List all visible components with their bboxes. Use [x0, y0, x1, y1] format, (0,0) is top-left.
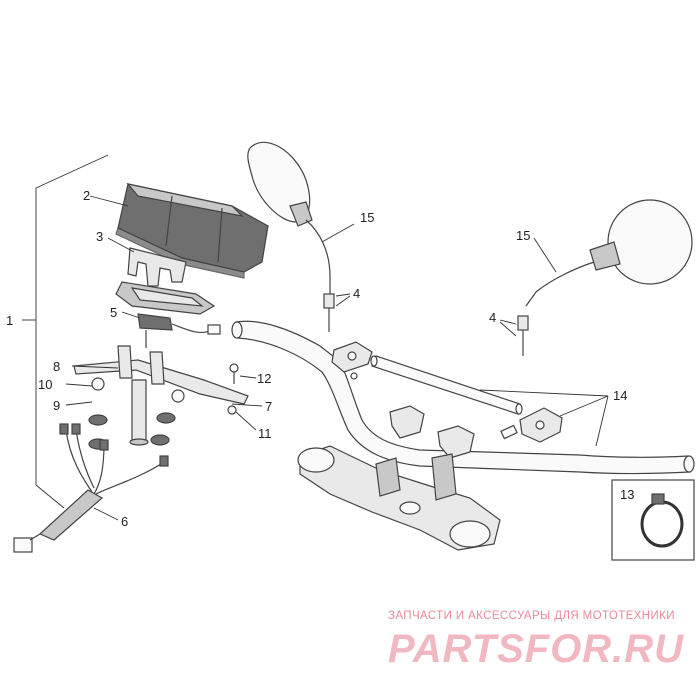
callout-11: 11: [258, 426, 272, 441]
leaders-14: [479, 389, 609, 447]
callout-5: 5: [110, 305, 117, 320]
callout-4a: 4: [353, 286, 360, 301]
sensor-connector: [121, 311, 221, 348]
callout-14: 14: [613, 388, 627, 403]
watermark: ЗАПЧАСТИ И АКСЕССУАРЫ ДЛЯ МОТОТЕХНИКИ PA…: [388, 610, 684, 671]
right-mirror: [499, 199, 693, 356]
left-mirror: [247, 141, 355, 332]
callout-1: 1: [6, 313, 13, 328]
rubber-grommets: [65, 383, 176, 450]
callout-7: 7: [265, 399, 272, 414]
callout-15a: 15: [360, 210, 374, 225]
callout-9: 9: [53, 398, 60, 413]
mounting-plate: [71, 345, 263, 407]
triple-clamp: [297, 445, 501, 551]
watermark-tagline: ЗАПЧАСТИ И АКСЕССУАРЫ ДЛЯ МОТОТЕХНИКИ: [388, 610, 675, 622]
cross-brace: [370, 355, 523, 415]
callout-13: 13: [620, 487, 634, 502]
callout-3: 3: [96, 229, 103, 244]
handlebar: [231, 320, 695, 475]
callout-labels: 1 2 3 4 4 5 6 7 8 9 10 11 12 13 14 15 15: [6, 188, 634, 529]
callout-10: 10: [38, 377, 52, 392]
callout-8: 8: [53, 359, 60, 374]
callout-6: 6: [121, 514, 128, 529]
cluster-rubber-pad: [115, 281, 216, 315]
handlebar-clamps: [331, 341, 563, 459]
callout-15b: 15: [516, 228, 530, 243]
watermark-brand: PARTSFOR.RU: [388, 627, 684, 671]
steering-stem: [129, 379, 149, 446]
cluster-mount-bracket: [107, 237, 187, 287]
callout-2: 2: [83, 188, 90, 203]
screws: [227, 363, 257, 431]
wiring-harness: [13, 423, 169, 553]
detail-box-13: [611, 479, 695, 561]
callout-12: 12: [257, 371, 271, 386]
callout-4b: 4: [489, 310, 496, 325]
instrument-cluster: [89, 183, 269, 279]
group-bracket-1: [22, 154, 109, 509]
